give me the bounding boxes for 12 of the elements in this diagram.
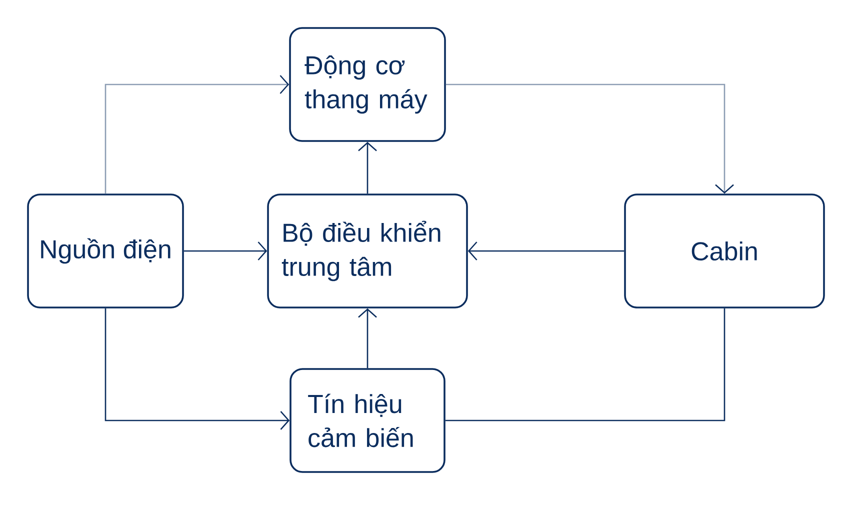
connector-line	[445, 308, 726, 422]
arrow	[104, 308, 290, 430]
process-box: Tín hiệu cảm biến	[290, 368, 446, 473]
process-box: Cabin	[624, 194, 825, 308]
process-box: Bộ điều khiển trung tâm	[267, 194, 468, 308]
process-box: Nguồn điện	[27, 194, 184, 308]
arrow	[468, 242, 624, 260]
process-box: Động cơ thang máy	[289, 27, 446, 142]
arrow	[104, 75, 290, 194]
arrow	[446, 84, 734, 194]
arrow	[184, 242, 268, 260]
arrow	[358, 142, 377, 194]
